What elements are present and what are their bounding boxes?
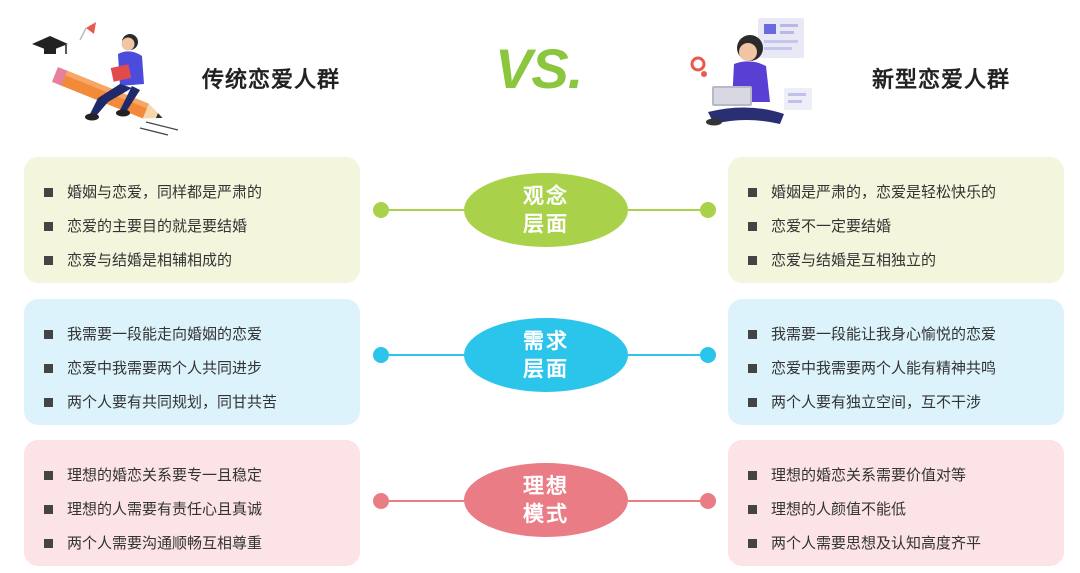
vs-label: VS. bbox=[495, 37, 583, 100]
square-bullet-icon bbox=[748, 538, 757, 548]
connector-line bbox=[628, 500, 700, 502]
list-item: 婚姻是严肃的，恋爱是轻松快乐的 bbox=[748, 175, 1044, 209]
student-on-pencil-icon bbox=[28, 18, 188, 136]
connector-dot bbox=[373, 202, 389, 218]
ideal-mode-label: 理想 模式 bbox=[464, 463, 628, 537]
needs-level-label: 需求 层面 bbox=[464, 318, 628, 392]
list-item: 恋爱的主要目的就是要结婚 bbox=[44, 209, 340, 243]
list-item: 我需要一段能走向婚姻的恋爱 bbox=[44, 317, 340, 351]
list-item: 两个人需要思想及认知高度齐平 bbox=[748, 526, 1044, 560]
list-item: 我需要一段能让我身心愉悦的恋爱 bbox=[748, 317, 1044, 351]
square-bullet-icon bbox=[44, 187, 53, 197]
list-item: 恋爱不一定要结婚 bbox=[748, 209, 1044, 243]
square-bullet-icon bbox=[44, 504, 53, 514]
square-bullet-icon bbox=[748, 397, 757, 407]
square-bullet-icon bbox=[748, 363, 757, 373]
square-bullet-icon bbox=[748, 329, 757, 339]
square-bullet-icon bbox=[748, 221, 757, 231]
traditional-ideal-box: 理想的婚恋关系要专一且稳定 理想的人需要有责任心且真诚 两个人需要沟通顺畅互相尊… bbox=[24, 440, 360, 566]
connector-dot bbox=[700, 493, 716, 509]
square-bullet-icon bbox=[748, 470, 757, 480]
connector-dot bbox=[700, 202, 716, 218]
square-bullet-icon bbox=[44, 255, 53, 265]
square-bullet-icon bbox=[748, 504, 757, 514]
connector-dot bbox=[373, 347, 389, 363]
concept-level-label: 观念 层面 bbox=[464, 173, 628, 247]
square-bullet-icon bbox=[44, 470, 53, 480]
connector-line bbox=[628, 354, 700, 356]
list-item: 两个人需要沟通顺畅互相尊重 bbox=[44, 526, 340, 560]
list-item: 恋爱中我需要两个人共同进步 bbox=[44, 351, 340, 385]
list-item: 恋爱中我需要两个人能有精神共鸣 bbox=[748, 351, 1044, 385]
connector-line bbox=[628, 209, 700, 211]
new-ideal-box: 理想的婚恋关系需要价值对等 理想的人颜值不能低 两个人需要思想及认知高度齐平 bbox=[728, 440, 1064, 566]
connector-line bbox=[389, 209, 469, 211]
list-item: 两个人要有共同规划，同甘共苦 bbox=[44, 385, 340, 419]
right-group-title: 新型恋爱人群 bbox=[872, 68, 1011, 93]
square-bullet-icon bbox=[44, 221, 53, 231]
new-concept-box: 婚姻是严肃的，恋爱是轻松快乐的 恋爱不一定要结婚 恋爱与结婚是互相独立的 bbox=[728, 157, 1064, 283]
traditional-concept-box: 婚姻与恋爱，同样都是严肃的 恋爱的主要目的就是要结婚 恋爱与结婚是相辅相成的 bbox=[24, 157, 360, 283]
connector-line bbox=[389, 354, 469, 356]
woman-with-laptop-icon bbox=[688, 14, 818, 132]
connector-line bbox=[389, 500, 469, 502]
left-group-title: 传统恋爱人群 bbox=[202, 68, 341, 93]
square-bullet-icon bbox=[44, 397, 53, 407]
square-bullet-icon bbox=[748, 255, 757, 265]
new-needs-box: 我需要一段能让我身心愉悦的恋爱 恋爱中我需要两个人能有精神共鸣 两个人要有独立空… bbox=[728, 299, 1064, 425]
list-item: 理想的人需要有责任心且真诚 bbox=[44, 492, 340, 526]
list-item: 恋爱与结婚是相辅相成的 bbox=[44, 243, 340, 277]
list-item: 两个人要有独立空间，互不干涉 bbox=[748, 385, 1044, 419]
list-item: 理想的婚恋关系要专一且稳定 bbox=[44, 458, 340, 492]
connector-dot bbox=[373, 493, 389, 509]
square-bullet-icon bbox=[44, 329, 53, 339]
connector-dot bbox=[700, 347, 716, 363]
list-item: 婚姻与恋爱，同样都是严肃的 bbox=[44, 175, 340, 209]
traditional-needs-box: 我需要一段能走向婚姻的恋爱 恋爱中我需要两个人共同进步 两个人要有共同规划，同甘… bbox=[24, 299, 360, 425]
list-item: 理想的婚恋关系需要价值对等 bbox=[748, 458, 1044, 492]
list-item: 恋爱与结婚是互相独立的 bbox=[748, 243, 1044, 277]
square-bullet-icon bbox=[44, 363, 53, 373]
list-item: 理想的人颜值不能低 bbox=[748, 492, 1044, 526]
square-bullet-icon bbox=[44, 538, 53, 548]
square-bullet-icon bbox=[748, 187, 757, 197]
